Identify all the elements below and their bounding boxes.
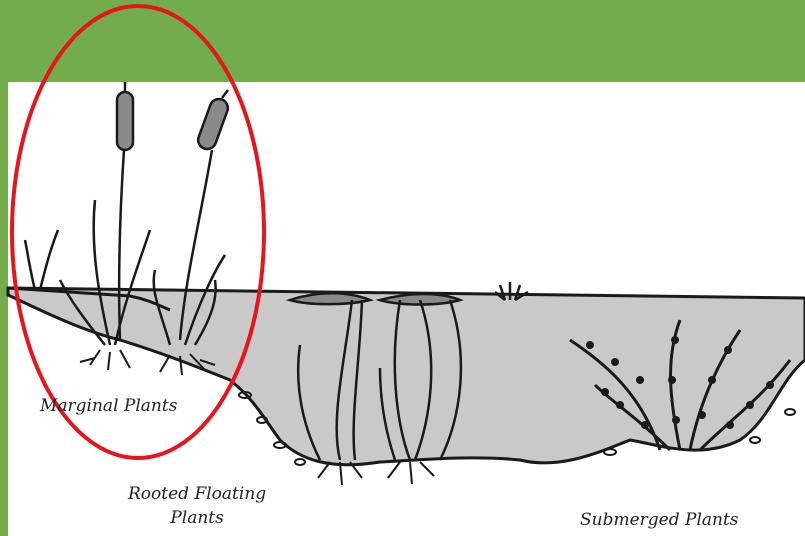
submerged-plants-label: Submerged Plants bbox=[580, 510, 739, 530]
marginal-highlight-ellipse bbox=[12, 6, 264, 458]
pond-water bbox=[8, 288, 805, 465]
rooted-label-line1: Rooted Floating bbox=[128, 482, 266, 506]
rooted-floating-plants-label: Rooted Floating Plants bbox=[128, 482, 266, 530]
marginal-plants-label: Marginal Plants bbox=[40, 396, 177, 416]
rooted-label-line2: Plants bbox=[128, 506, 266, 530]
